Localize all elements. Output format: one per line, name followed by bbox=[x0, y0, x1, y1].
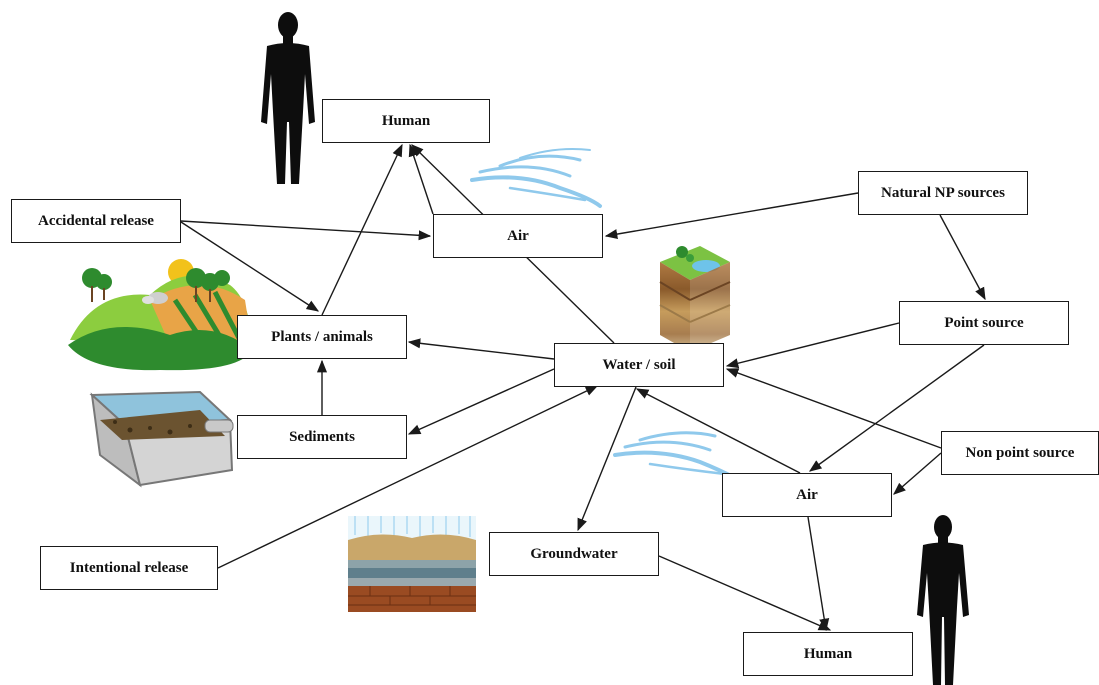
arrow-accidental-release-to-air-top bbox=[180, 220, 432, 241]
node-accidental-release: Accidental release bbox=[11, 199, 181, 243]
node-label: Point source bbox=[944, 314, 1024, 331]
arrow-water-soil-to-groundwater bbox=[577, 386, 637, 532]
node-air-top: Air bbox=[433, 214, 603, 258]
node-label: Plants / animals bbox=[271, 328, 373, 345]
node-label: Intentional release bbox=[69, 559, 189, 576]
arrow-air-top-to-human-top bbox=[408, 143, 434, 215]
arrow-non-point-source-to-water-soil bbox=[725, 368, 942, 449]
node-label: Water / soil bbox=[602, 356, 676, 373]
node-label: Groundwater bbox=[530, 545, 618, 562]
node-label: Sediments bbox=[289, 428, 355, 445]
node-point-source: Point source bbox=[899, 301, 1069, 345]
node-sediments: Sediments bbox=[237, 415, 407, 459]
sediment-tank-illustration bbox=[89, 390, 234, 488]
node-label: Human bbox=[381, 112, 431, 129]
arrow-groundwater-to-human-bottom bbox=[658, 555, 832, 631]
arrow-natural-np-sources-to-point-source bbox=[939, 214, 986, 301]
node-intentional-release: Intentional release bbox=[40, 546, 218, 590]
farmland-illustration bbox=[68, 259, 252, 371]
soil-layers-illustration bbox=[659, 246, 731, 352]
arrow-non-point-source-to-air-bottom bbox=[893, 452, 942, 495]
groundwater-strata-illustration bbox=[348, 516, 476, 612]
node-plants-animals: Plants / animals bbox=[237, 315, 407, 359]
node-label: Accidental release bbox=[38, 212, 154, 229]
arrow-plants-animals-to-human-top bbox=[321, 143, 403, 316]
arrow-accidental-release-to-plants-animals bbox=[180, 221, 320, 312]
wind-illustration-bottom bbox=[613, 431, 737, 480]
node-label: Non point source bbox=[965, 444, 1075, 461]
wind-illustration-top bbox=[470, 148, 602, 208]
node-natural-np-sources: Natural NP sources bbox=[858, 171, 1028, 215]
node-groundwater: Groundwater bbox=[489, 532, 659, 576]
arrow-air-bottom-to-human-bottom bbox=[807, 516, 830, 632]
human-silhouette-bottom bbox=[917, 515, 969, 685]
arrow-point-source-to-air-bottom bbox=[808, 344, 985, 472]
arrow-water-soil-to-plants-animals bbox=[407, 338, 555, 360]
node-water-soil: Water / soil bbox=[554, 343, 724, 387]
node-air-bottom: Air bbox=[722, 473, 892, 517]
node-label: Human bbox=[803, 645, 853, 662]
node-human-top: Human bbox=[322, 99, 490, 143]
node-label: Natural NP sources bbox=[881, 184, 1005, 201]
arrow-air-bottom-to-water-soil bbox=[635, 388, 801, 474]
human-silhouette-top bbox=[261, 12, 315, 184]
node-human-bottom: Human bbox=[743, 632, 913, 676]
node-label: Air bbox=[796, 486, 818, 503]
arrow-point-source-to-water-soil bbox=[725, 322, 900, 369]
node-label: Air bbox=[507, 227, 529, 244]
arrow-intentional-release-to-water-soil bbox=[217, 385, 599, 569]
node-non-point-source: Non point source bbox=[941, 431, 1099, 475]
arrow-natural-np-sources-to-air-top bbox=[604, 192, 859, 240]
arrow-water-soil-to-sediments bbox=[407, 368, 555, 435]
